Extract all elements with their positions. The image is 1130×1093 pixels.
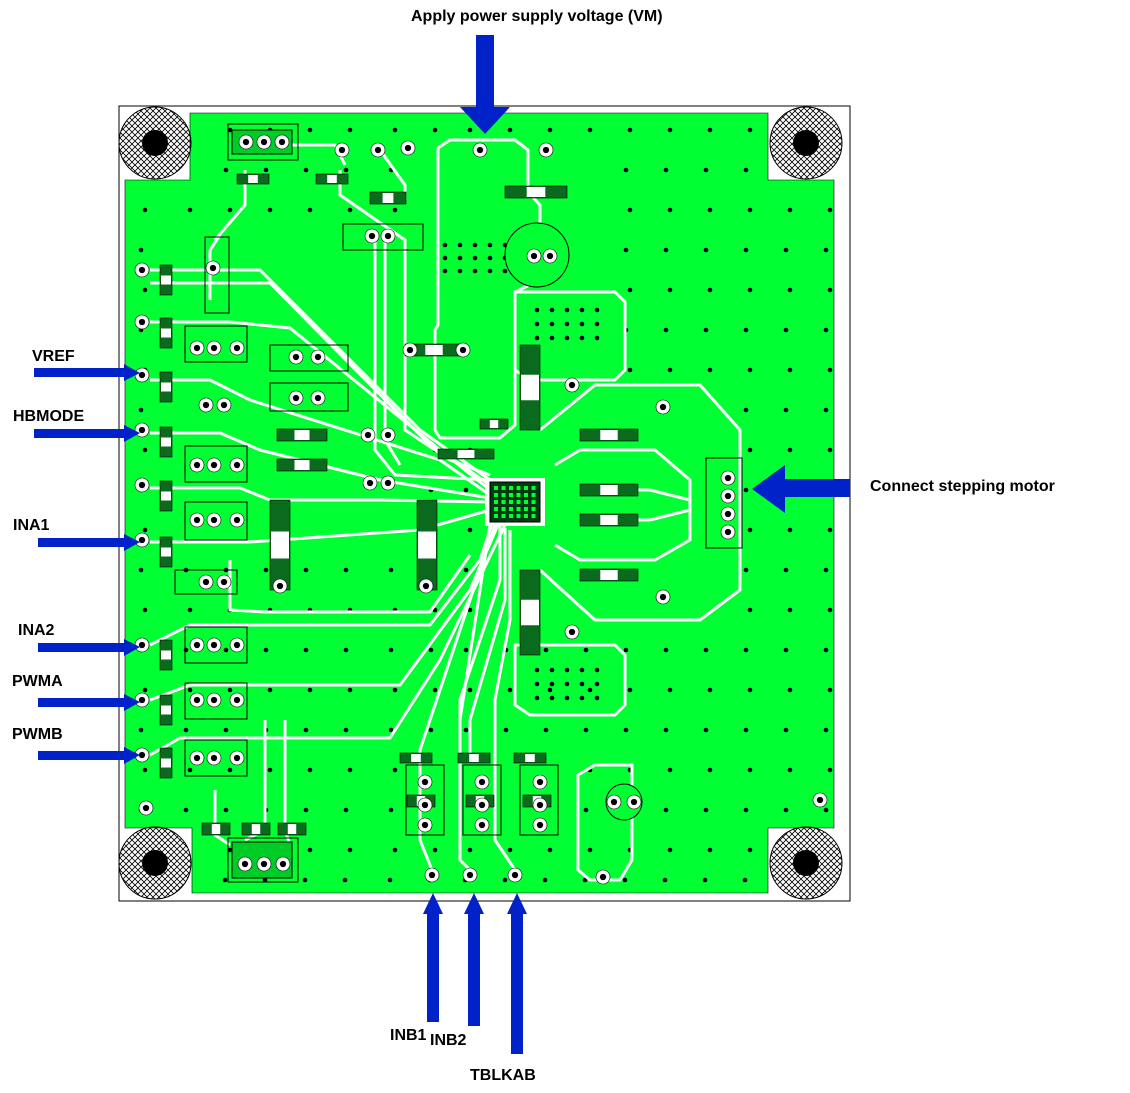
arrow-icon <box>423 893 443 1022</box>
input-label-inb1: INB1 <box>390 1027 427 1044</box>
arrow-icon <box>752 465 850 513</box>
input-label-ina2: INA2 <box>18 622 55 639</box>
arrow-icon <box>38 747 140 764</box>
input-label-pwma: PWMA <box>12 673 63 690</box>
through-hole-pads <box>134 134 828 885</box>
input-label-tblkab: TBLKAB <box>470 1067 536 1084</box>
arrow-icon <box>464 893 484 1026</box>
input-label-ina1: INA1 <box>13 517 50 534</box>
diagram-title: Apply power supply voltage (VM) <box>411 8 663 25</box>
mounting-hole-icon <box>118 826 192 900</box>
input-label-pwmb: PWMB <box>12 726 63 743</box>
arrow-icon <box>460 35 510 134</box>
mounting-hole-icon <box>769 106 843 180</box>
via-grid <box>138 127 833 883</box>
arrow-icon <box>507 893 527 1054</box>
arrow-icon <box>38 694 140 711</box>
arrow-icon <box>34 425 140 442</box>
input-label-vref: VREF <box>32 348 75 365</box>
ic-chip-icon <box>485 478 545 526</box>
arrow-icon <box>38 639 140 656</box>
mounting-hole-icon <box>118 106 192 180</box>
arrow-icon <box>38 534 140 551</box>
mounting-hole-icon <box>769 826 843 900</box>
arrow-icon <box>34 364 140 381</box>
input-label-hbmode: HBMODE <box>13 408 85 425</box>
smd-components <box>159 173 639 836</box>
input-label-inb2: INB2 <box>430 1032 467 1049</box>
motor-connection-label: Connect stepping motor <box>870 478 1055 495</box>
